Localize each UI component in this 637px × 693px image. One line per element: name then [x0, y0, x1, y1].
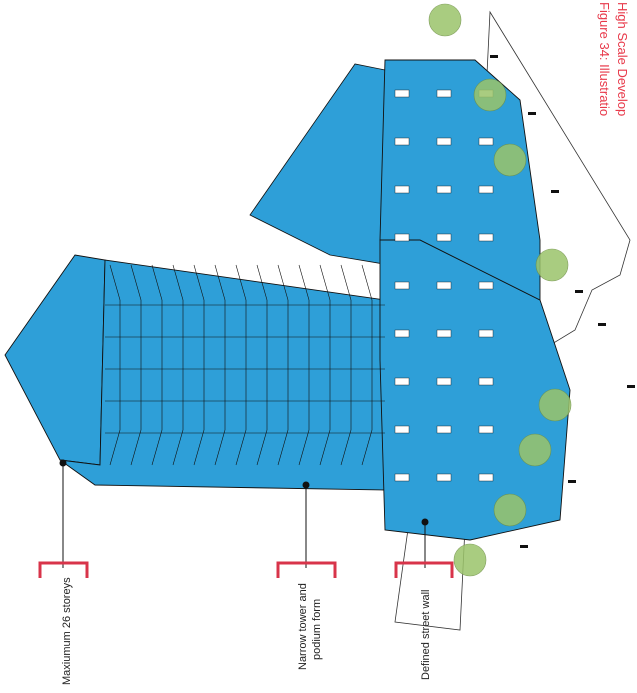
storey-line	[256, 264, 268, 466]
storey-line	[193, 264, 205, 466]
window	[394, 185, 410, 194]
person	[568, 480, 576, 483]
storey-line	[235, 264, 247, 466]
window	[436, 425, 452, 434]
tower-face	[59, 259, 386, 491]
tree	[518, 433, 552, 467]
figure-caption-line2: High Scale Develop	[615, 2, 630, 117]
storey-line	[319, 264, 331, 466]
window	[394, 425, 410, 434]
window	[436, 377, 452, 386]
window	[394, 89, 410, 98]
window	[478, 185, 494, 194]
window	[394, 473, 410, 482]
storey-line	[151, 264, 163, 466]
leader-dot-storeys	[59, 459, 67, 467]
window	[436, 233, 452, 242]
label-max-storeys: Maxiumum 26 storeys	[61, 577, 73, 685]
tower-grid	[105, 264, 385, 466]
window	[436, 281, 452, 290]
tree	[535, 248, 569, 282]
person	[627, 385, 635, 388]
tree	[538, 388, 572, 422]
window	[436, 137, 452, 146]
window	[478, 377, 494, 386]
storey-line	[361, 264, 373, 466]
window	[478, 233, 494, 242]
tree	[493, 493, 527, 527]
window	[394, 377, 410, 386]
leader-dot-street-wall	[421, 518, 429, 526]
window	[478, 329, 494, 338]
window	[394, 233, 410, 242]
storey-line	[298, 264, 310, 466]
storey-line	[172, 264, 184, 466]
person	[551, 190, 559, 193]
street-wall-block	[379, 59, 541, 301]
window	[394, 281, 410, 290]
window	[478, 281, 494, 290]
window	[478, 473, 494, 482]
storey-line	[214, 264, 226, 466]
window	[478, 137, 494, 146]
label-narrow-tower-line2: podium form	[311, 598, 323, 660]
person	[490, 55, 498, 58]
tree	[473, 78, 507, 112]
window	[478, 425, 494, 434]
person	[520, 545, 528, 548]
person	[598, 323, 606, 326]
person	[575, 290, 583, 293]
tree	[453, 543, 487, 577]
tree	[428, 3, 462, 37]
bracket-storeys	[38, 561, 89, 578]
storey-line	[340, 264, 352, 466]
tower-roof	[4, 254, 106, 466]
window	[436, 473, 452, 482]
figure-caption-line1: Figure 34: Illustratio	[597, 2, 612, 117]
window	[436, 329, 452, 338]
label-street-wall: Defined street wall	[420, 589, 432, 681]
leader-dot-podium	[302, 481, 310, 489]
window	[394, 329, 410, 338]
storey-line	[109, 264, 121, 466]
pedestrians	[490, 55, 635, 548]
window	[436, 89, 452, 98]
person	[528, 112, 536, 115]
tree	[493, 143, 527, 177]
bracket-street-wall	[394, 561, 454, 578]
window	[436, 185, 452, 194]
label-narrow-tower-line1: Narrow tower and	[297, 583, 309, 670]
bracket-podium	[276, 561, 337, 578]
storey-line	[277, 264, 289, 466]
window	[394, 137, 410, 146]
storey-line	[130, 264, 142, 466]
street-trees	[428, 3, 572, 577]
